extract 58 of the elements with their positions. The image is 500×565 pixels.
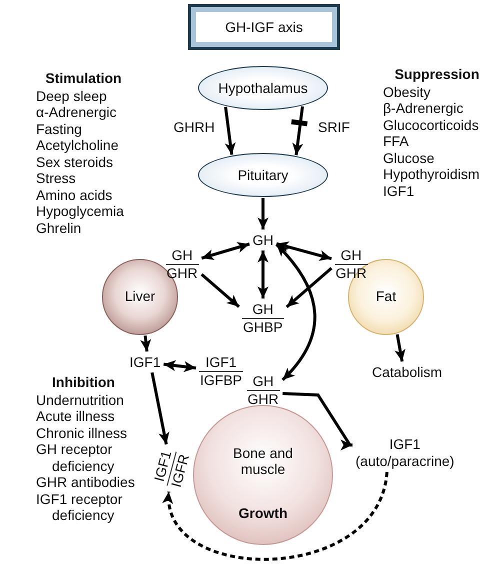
outcome-label: Growth <box>238 505 288 522</box>
list-item: Glucose <box>383 150 436 166</box>
list-item: Stress <box>36 170 77 186</box>
list-item: Chronic illness <box>36 424 128 441</box>
list-item: FFA <box>383 133 410 150</box>
list-item: β-Adrenergic <box>383 100 464 116</box>
organ-label: Pituitary <box>238 167 288 183</box>
arrow <box>275 243 316 381</box>
list-item: Sex steroids <box>36 154 114 170</box>
arrow <box>200 273 240 308</box>
list-item: α-Adrenergic <box>36 104 118 120</box>
list-item: Obesity <box>383 84 432 100</box>
title-box: GH-IGF axis <box>188 4 340 50</box>
list-heading: Inhibition <box>51 374 116 390</box>
list-item: GH receptor deficiency <box>36 441 116 474</box>
list-item: Glucocorticoids <box>383 116 480 133</box>
arrow <box>276 242 332 261</box>
list-item: IGF1 receptor deficiency <box>36 490 124 524</box>
hormone-label: IGF1 <box>130 354 161 370</box>
fraction-label: GH GHR <box>246 372 280 408</box>
list-item: Ghrelin <box>36 220 82 236</box>
list-item: Acute illness <box>36 408 116 424</box>
hormone-label: IGF1 (auto/paracrine) <box>356 436 454 470</box>
arrow <box>150 372 170 445</box>
arrow <box>286 267 332 308</box>
list-heading: Suppression <box>394 66 480 82</box>
fraction-label: GH GHBP <box>242 300 284 336</box>
arrow <box>258 250 268 298</box>
hormone-label: GH <box>252 232 274 248</box>
arrow <box>282 392 352 450</box>
edge-label: SRIF <box>316 119 352 135</box>
dashed-arrow <box>164 472 388 561</box>
edge-label: GHRH <box>172 119 217 135</box>
arrow <box>163 360 196 372</box>
arrow <box>394 334 406 362</box>
list-heading: Stimulation <box>44 70 123 86</box>
list-item: Hypoglycemia <box>36 203 125 220</box>
tissue-label: Fat <box>376 288 396 304</box>
list-item: Acetylcholine <box>36 137 120 154</box>
fraction-label: IGF1 IGFBP <box>199 354 244 388</box>
list-item: Amino acids <box>36 186 114 203</box>
fraction-label: IGF1 IGFR <box>150 446 193 490</box>
tissue-label: Bone and muscle <box>232 444 294 476</box>
list-item: Deep sleep <box>36 88 108 104</box>
arrow <box>258 198 268 230</box>
organ-label: Hypothalamus <box>218 80 308 96</box>
list-item: GHR antibodies <box>36 474 136 490</box>
list-item: Hypothyroidism <box>383 166 480 182</box>
list-item: Undernutrition <box>36 392 125 408</box>
fraction-label: GH GHR <box>166 246 199 282</box>
arrow <box>140 335 152 352</box>
arrow <box>201 242 250 260</box>
tissue-label: Liver <box>124 288 156 304</box>
list-item: IGF1 <box>383 182 416 199</box>
hormone-label: Catabolism <box>372 364 442 380</box>
list-item: Fasting <box>36 120 83 137</box>
arrow <box>224 106 236 155</box>
arrow <box>292 106 304 156</box>
